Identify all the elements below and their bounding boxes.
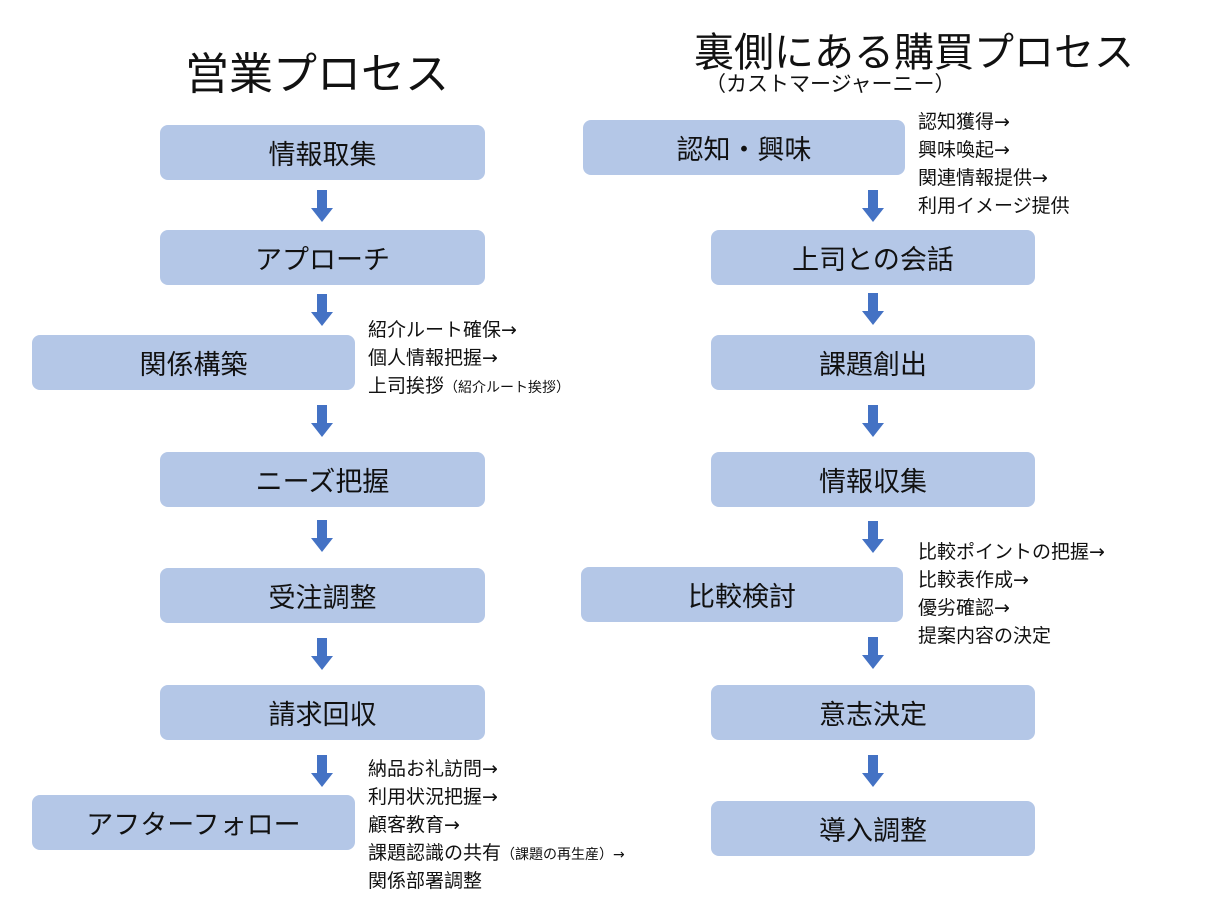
down-arrow-icon (862, 637, 884, 669)
step-compare: 比較検討 (581, 567, 903, 622)
note-line: 納品お礼訪問→ (368, 758, 498, 780)
step-order: 受注調整 (160, 568, 485, 623)
note-line: 興味喚起→ (918, 139, 1010, 161)
down-arrow-icon (311, 638, 333, 670)
step-introduction: 導入調整 (711, 801, 1035, 856)
note-line: 関係部署調整 (368, 870, 483, 892)
down-arrow-icon (862, 521, 884, 553)
left-title: 営業プロセス (185, 49, 449, 100)
step-awareness: 認知・興味 (583, 120, 905, 175)
down-arrow-icon (311, 755, 333, 787)
step-approach: アプローチ (160, 230, 485, 285)
relationship-notes: 紹介ルート確保→ 個人情報把握→ 上司挨拶（紹介ルート挨拶） (368, 316, 570, 400)
note-line: 比較ポイントの把握→ (918, 541, 1105, 563)
down-arrow-icon (311, 190, 333, 222)
step-info-gathering: 情報取集 (160, 125, 485, 180)
awareness-notes: 認知獲得→ 興味喚起→ 関連情報提供→ 利用イメージ提供 (918, 108, 1070, 220)
down-arrow-icon (862, 190, 884, 222)
step-decision: 意志決定 (711, 685, 1035, 740)
note-line: 顧客教育→ (368, 814, 460, 836)
down-arrow-icon (862, 755, 884, 787)
after-follow-notes: 納品お礼訪問→ 利用状況把握→ 顧客教育→ 課題認識の共有（課題の再生産）→ 関… (368, 755, 625, 895)
note-line: 優劣確認→ (918, 597, 1010, 619)
note-line: 紹介ルート確保→ (368, 319, 517, 341)
step-billing: 請求回収 (160, 685, 485, 740)
note-line: 上司挨拶 (368, 375, 445, 397)
note-small: （課題の再生産）→ (501, 847, 625, 863)
step-needs: ニーズ把握 (160, 452, 485, 507)
note-line: 利用イメージ提供 (918, 195, 1070, 217)
compare-notes: 比較ポイントの把握→ 比較表作成→ 優劣確認→ 提案内容の決定 (918, 538, 1105, 650)
step-relationship: 関係構築 (32, 335, 355, 390)
note-line: 個人情報把握→ (368, 347, 498, 369)
down-arrow-icon (862, 405, 884, 437)
down-arrow-icon (311, 405, 333, 437)
note-line: 比較表作成→ (918, 569, 1029, 591)
down-arrow-icon (311, 520, 333, 552)
note-small: （紹介ルート挨拶） (444, 380, 571, 396)
note-line: 関連情報提供→ (918, 167, 1048, 189)
note-line: 提案内容の決定 (918, 625, 1052, 647)
note-line: 認知獲得→ (918, 111, 1010, 133)
down-arrow-icon (862, 293, 884, 325)
step-boss-talk: 上司との会話 (711, 230, 1035, 285)
down-arrow-icon (311, 294, 333, 326)
note-line: 利用状況把握→ (368, 786, 498, 808)
step-after-follow: アフターフォロー (32, 795, 355, 850)
right-title: 裏側にある購買プロセス (694, 30, 1134, 76)
step-info-collection: 情報収集 (711, 452, 1035, 507)
step-issue-creation: 課題創出 (711, 335, 1035, 390)
note-line: 課題認識の共有 (368, 842, 502, 864)
right-subtitle: （カストマージャーニー） (705, 72, 956, 96)
